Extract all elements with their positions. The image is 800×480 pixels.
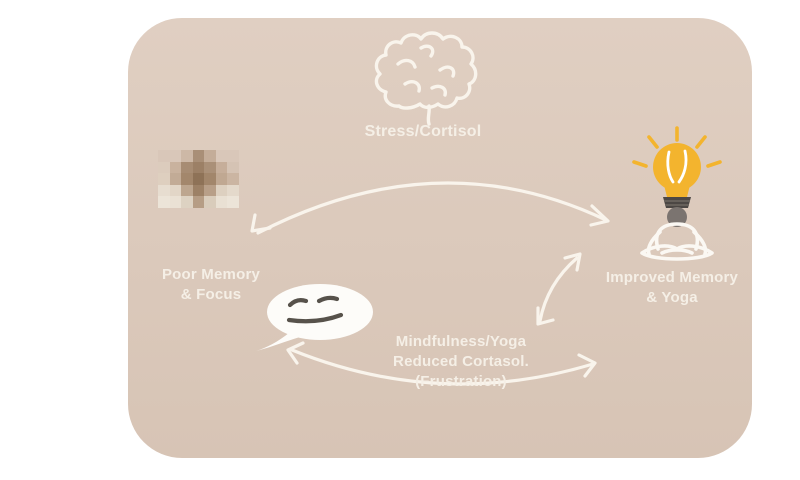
- mosaic-cell: [181, 196, 193, 208]
- mosaic-cell: [215, 173, 227, 185]
- mosaic-cell: [215, 196, 227, 208]
- mosaic-cell: [169, 150, 181, 162]
- mindfulness-label: Mindfulness/Yoga Reduced Cortasol. (Frus…: [393, 332, 529, 392]
- mosaic-cell: [192, 184, 204, 196]
- mosaic-cell: [227, 150, 239, 162]
- mosaic-cell: [192, 161, 204, 173]
- poor-memory-line1: Poor Memory: [161, 266, 261, 283]
- mosaic-cell: [158, 196, 170, 208]
- diagram-card-background: [128, 18, 752, 458]
- improved-memory-line2: & Yoga: [646, 289, 698, 306]
- mosaic-cell: [169, 161, 181, 173]
- poor-memory-label: Poor Memory & Focus: [162, 265, 260, 305]
- mosaic-cell: [215, 184, 227, 196]
- mosaic-cell: [192, 150, 204, 162]
- mosaic-cell: [169, 184, 181, 196]
- poor-memory-line2: & Focus: [180, 286, 242, 303]
- improved-memory-line1: Improved Memory: [605, 269, 739, 286]
- mosaic-cell: [204, 196, 216, 208]
- mindfulness-line3: (Frustration): [415, 373, 507, 390]
- mosaic-cell: [181, 150, 193, 162]
- mosaic-cell: [227, 173, 239, 185]
- mosaic-cell: [181, 173, 193, 185]
- mosaic-cell: [227, 184, 239, 196]
- mosaic-cell: [192, 173, 204, 185]
- mosaic-cell: [158, 150, 170, 162]
- mindfulness-line2: Reduced Cortasol.: [393, 353, 529, 370]
- mosaic-cell: [181, 161, 193, 173]
- mosaic-cell: [158, 161, 170, 173]
- mosaic-cell: [204, 161, 216, 173]
- mosaic-cell: [158, 184, 170, 196]
- mosaic-cell: [158, 173, 170, 185]
- mosaic-cell: [227, 196, 239, 208]
- mosaic-cell: [192, 196, 204, 208]
- mosaic-cell: [169, 196, 181, 208]
- pixelated-image: [158, 150, 239, 208]
- mosaic-cell: [215, 161, 227, 173]
- mosaic-cell: [181, 184, 193, 196]
- improved-memory-label: Improved Memory & Yoga: [606, 268, 738, 308]
- mosaic-cell: [169, 173, 181, 185]
- mosaic-cell: [215, 150, 227, 162]
- mosaic-cell: [204, 173, 216, 185]
- mosaic-cell: [227, 161, 239, 173]
- stress-cortisol-label: Stress/Cortisol: [364, 123, 482, 140]
- mindfulness-line1: Mindfulness/Yoga: [395, 333, 527, 350]
- mosaic-cell: [204, 150, 216, 162]
- mosaic-cell: [204, 184, 216, 196]
